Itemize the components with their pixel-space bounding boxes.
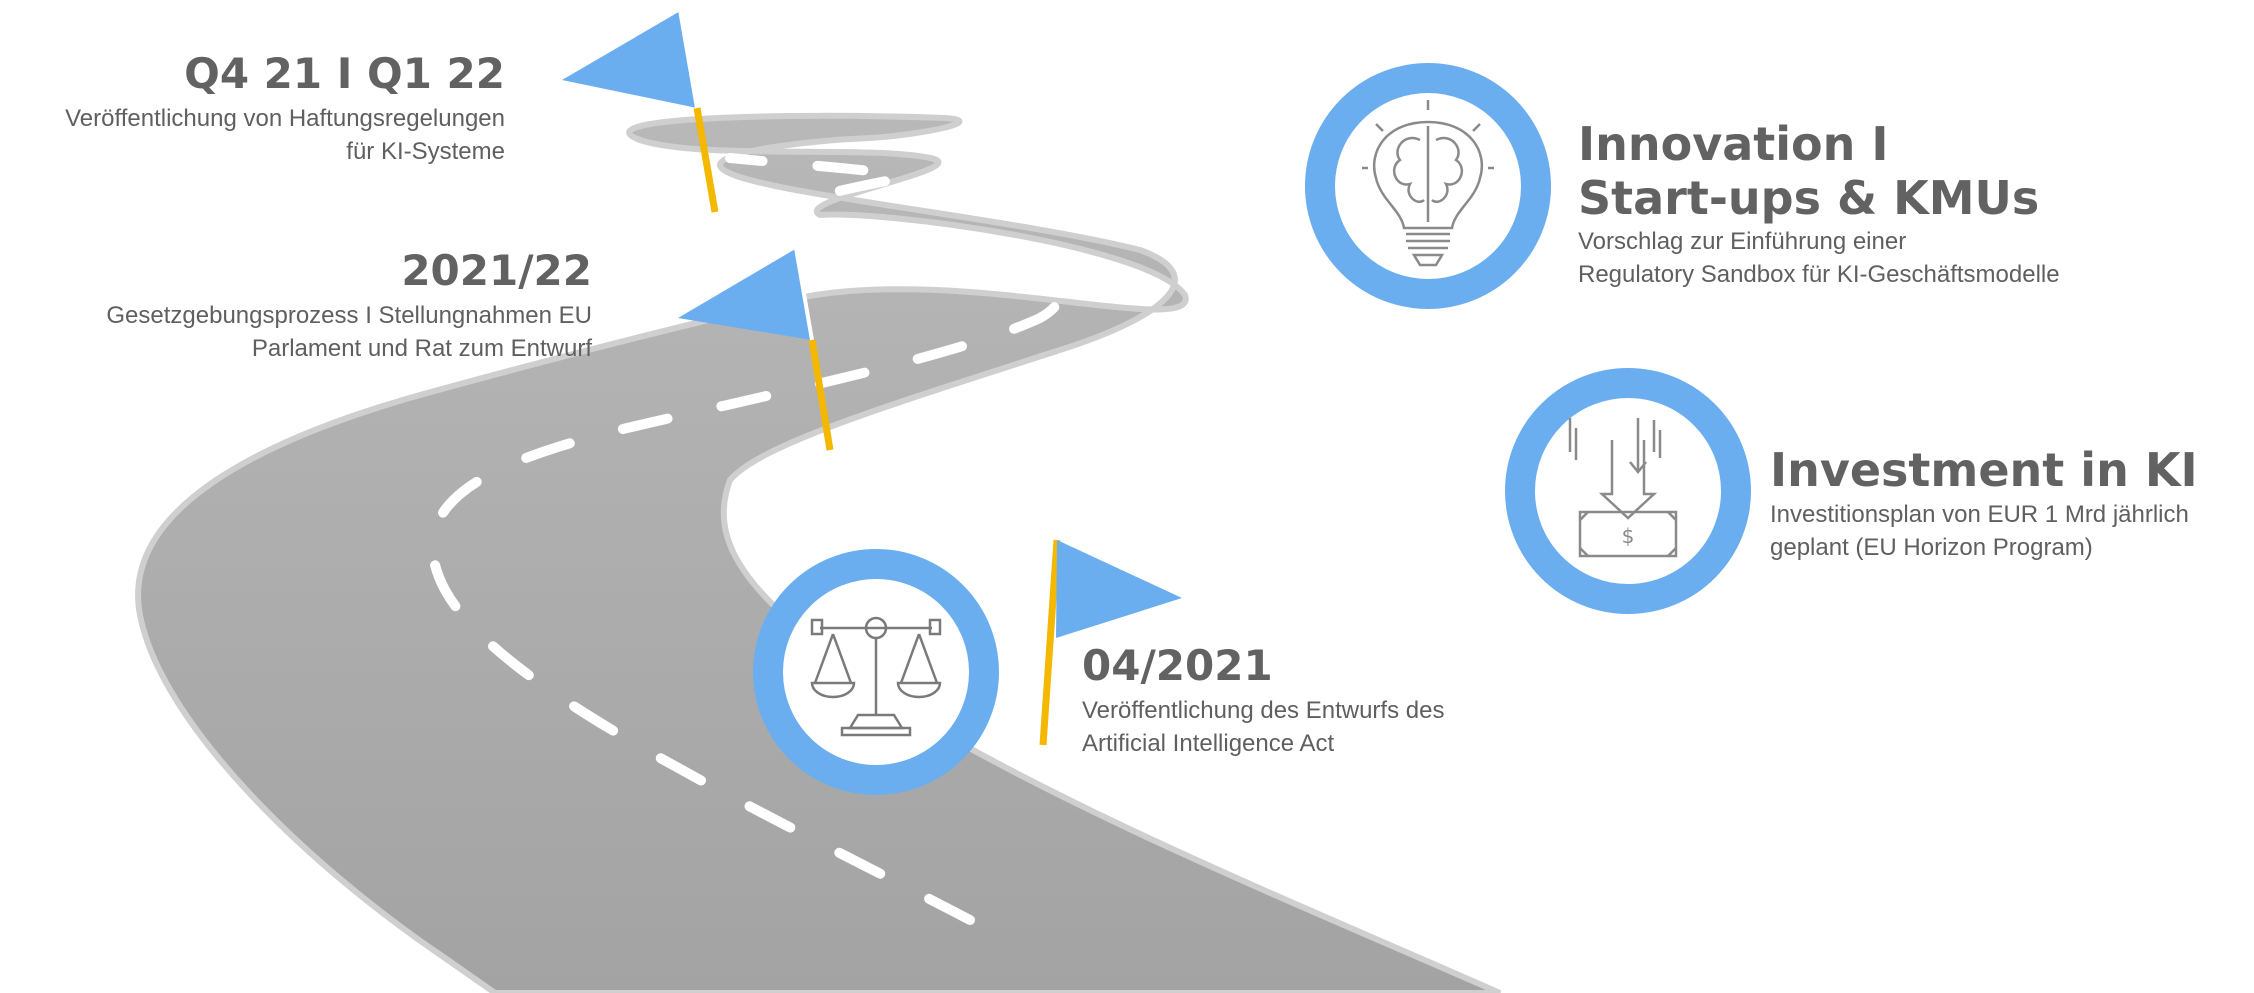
money-inflow-icon: $ [1505,368,1751,614]
flag-2021-22 [678,247,834,451]
milestone-desc-line: für KI-Systeme [346,138,505,165]
milestone-desc-line: Parlament und Rat zum Entwurf [251,335,592,362]
milestone-title: 2021/22 [401,246,592,295]
highlight-desc-line: Investitionsplan von EUR 1 Mrd jährlich [1770,501,2189,528]
milestone-title: Q4 21 I Q1 22 [184,49,505,98]
milestone-2021-22: 2021/22 Gesetzgebungsprozess I Stellungn… [0,243,592,365]
flag-q4-21 [562,9,719,213]
milestone-04-2021: 04/2021 Veröffentlichung des Entwurfs de… [1082,638,1602,760]
flag-04-2021 [1039,539,1182,746]
brain-lightbulb-icon [1305,63,1551,309]
highlight-innovation: Innovation I Start-ups & KMUs Vorschlag … [1578,117,2238,291]
milestone-q4-21: Q4 21 I Q1 22 Veröffentlichung von Haftu… [0,46,505,168]
highlight-title-line: Investment in KI [1770,443,2198,497]
milestone-title: 04/2021 [1082,641,1273,690]
milestone-desc-line: Veröffentlichung des Entwurfs des [1082,697,1445,724]
highlight-investment: Investment in KI Investitionsplan von EU… [1770,442,2250,564]
highlight-desc-line: Regulatory Sandbox für KI-Geschäftsmodel… [1578,261,2060,288]
milestone-desc-line: Artificial Intelligence Act [1082,730,1335,757]
highlight-desc-line: geplant (EU Horizon Program) [1770,534,2093,561]
highlight-title-line: Innovation I [1578,117,1889,171]
milestone-desc-line: Gesetzgebungsprozess I Stellungnahmen EU [106,302,592,329]
svg-text:$: $ [1622,524,1635,548]
road [135,112,1502,993]
highlight-title-line: Start-ups & KMUs [1578,171,2040,225]
milestone-desc-line: Veröffentlichung von Haftungsregelungen [65,105,505,132]
scales-of-justice-icon [753,549,999,795]
road-center-line [427,153,1065,925]
highlight-desc-line: Vorschlag zur Einführung einer [1578,228,1907,255]
